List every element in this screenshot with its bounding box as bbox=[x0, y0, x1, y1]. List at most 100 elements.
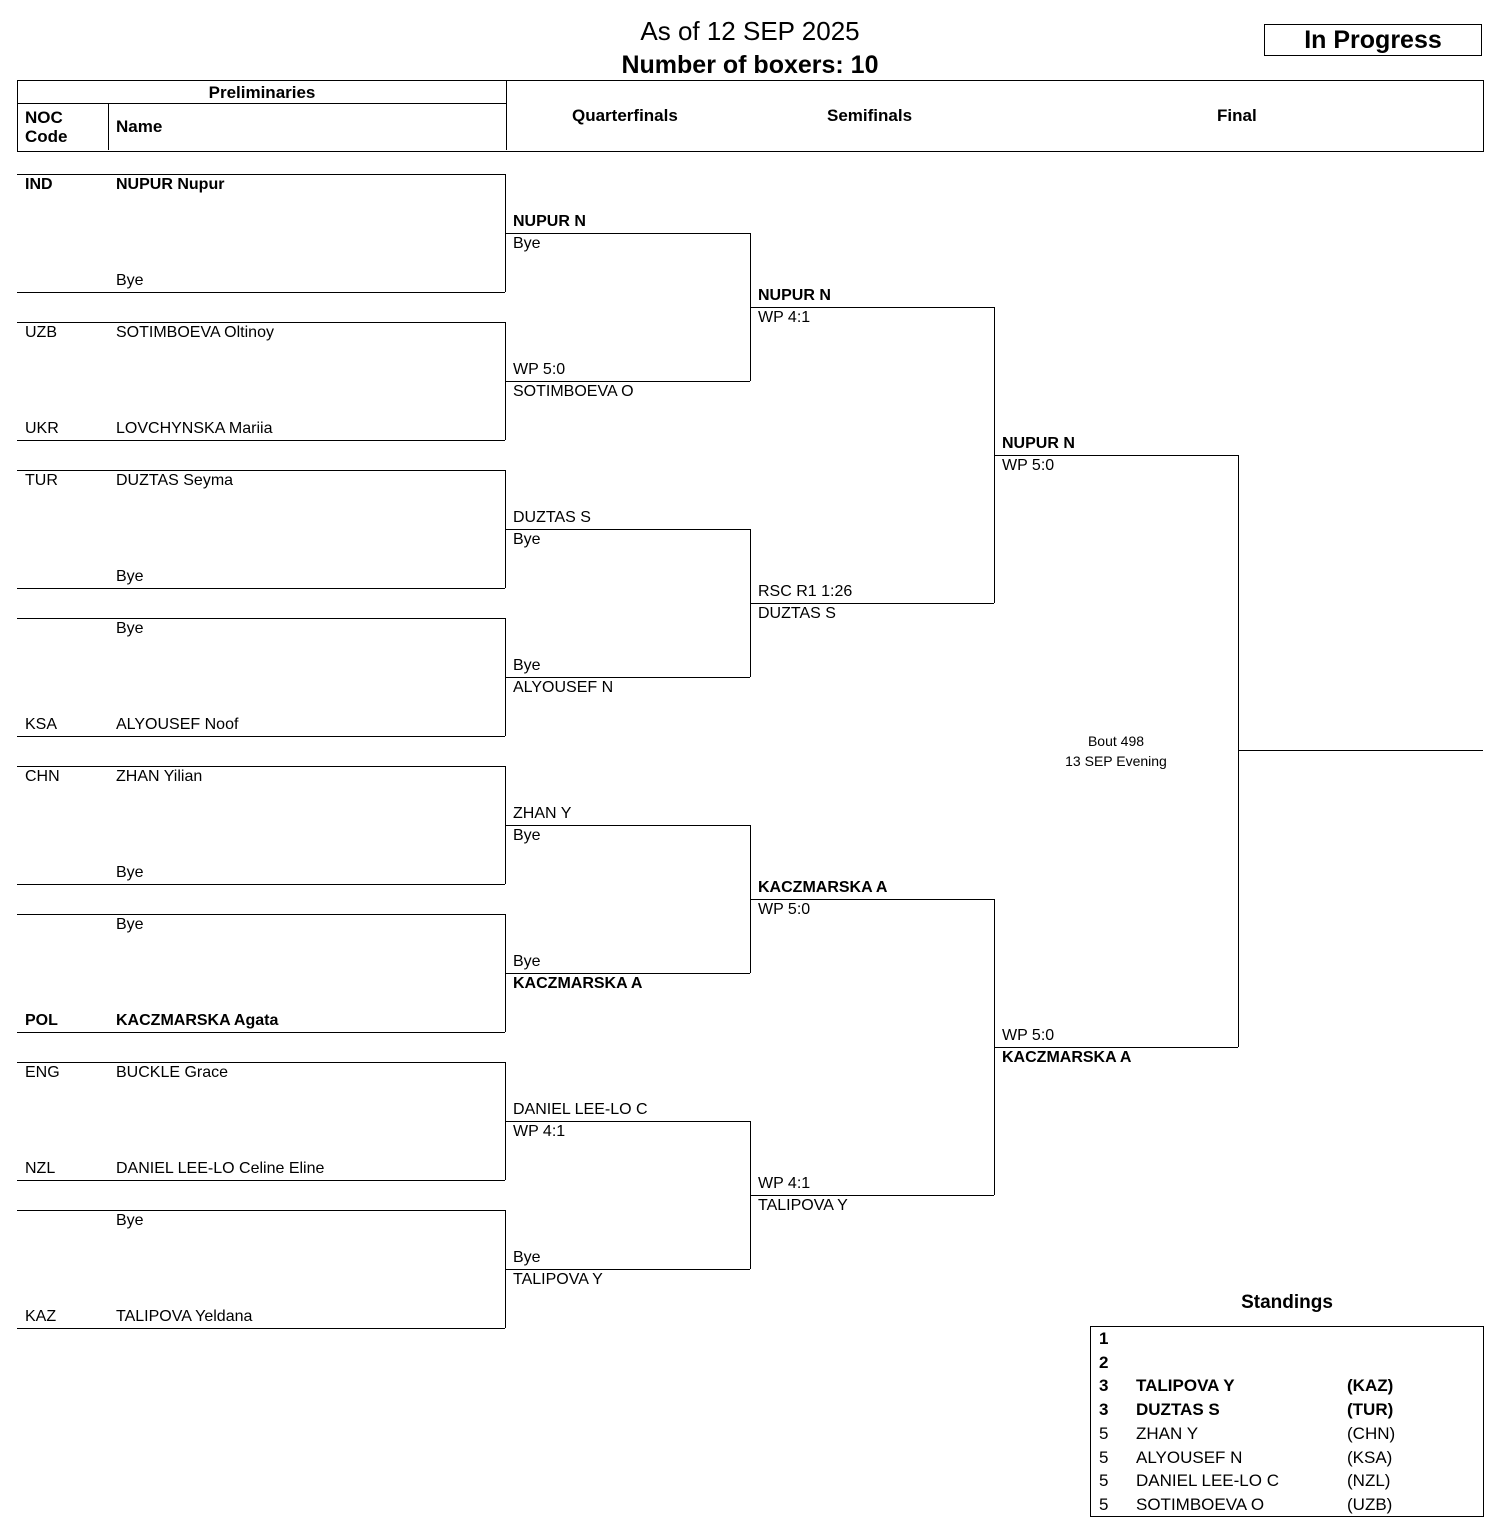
qf-label-below: Bye bbox=[513, 827, 541, 844]
sf-label-below: WP 5:0 bbox=[758, 901, 811, 918]
prelim-line-bottom bbox=[17, 588, 505, 589]
column-noc-line1: NOC bbox=[25, 108, 63, 127]
qf-line bbox=[505, 1269, 750, 1270]
champion-line bbox=[1238, 750, 1483, 751]
column-quarterfinals: Quarterfinals bbox=[572, 106, 678, 125]
final-label-above: WP 5:0 bbox=[1002, 1027, 1055, 1044]
boxer-name: DUZTAS Seyma bbox=[116, 472, 234, 489]
qf-line bbox=[505, 677, 750, 678]
qf-label-above: DANIEL LEE-LO C bbox=[513, 1101, 648, 1118]
prelim-line-top bbox=[17, 322, 505, 323]
final-label-below: WP 5:0 bbox=[1002, 457, 1055, 474]
final-label-above: NUPUR N bbox=[1002, 435, 1075, 452]
boxer-name: LOVCHYNSKA Mariia bbox=[116, 420, 273, 437]
standings-noc: (KSA) bbox=[1347, 1447, 1393, 1467]
standings-title: Standings bbox=[1241, 1292, 1333, 1313]
column-preliminaries: Preliminaries bbox=[208, 83, 316, 102]
column-final: Final bbox=[1217, 106, 1257, 125]
noc-code: KSA bbox=[25, 716, 58, 733]
standings-name: SOTIMBOEVA O bbox=[1136, 1494, 1265, 1514]
prelim-line-top bbox=[17, 766, 505, 767]
status-badge: In Progress bbox=[1264, 24, 1482, 56]
column-name: Name bbox=[116, 117, 163, 136]
prelim-line-bottom bbox=[17, 884, 505, 885]
noc-code: UZB bbox=[25, 324, 57, 341]
qf-label-above: WP 5:0 bbox=[513, 361, 566, 378]
prelim-line-top bbox=[17, 174, 505, 175]
final-connector bbox=[1238, 455, 1239, 1047]
bracket-header: Preliminaries NOC Code Name Quarterfinal… bbox=[17, 80, 1484, 152]
qf-label-above: ZHAN Y bbox=[513, 805, 572, 822]
noc-code: TUR bbox=[25, 472, 58, 489]
header-divider bbox=[506, 81, 507, 150]
boxers-count: Number of boxers: 10 bbox=[621, 51, 879, 79]
standings-noc: (KAZ) bbox=[1347, 1376, 1394, 1396]
standings-noc: (CHN) bbox=[1347, 1423, 1396, 1443]
boxer-name: Bye bbox=[116, 864, 144, 881]
prelim-line-top bbox=[17, 1210, 505, 1211]
boxer-name: TALIPOVA Yeldana bbox=[116, 1308, 253, 1325]
prelim-line-bottom bbox=[17, 1032, 505, 1033]
qf-line bbox=[505, 825, 750, 826]
sf-line bbox=[750, 899, 994, 900]
qf-line bbox=[505, 381, 750, 382]
standings-name: TALIPOVA Y bbox=[1136, 1376, 1235, 1396]
as-of-date: As of 12 SEP 2025 bbox=[640, 16, 860, 46]
final-label-below: KACZMARSKA A bbox=[1002, 1049, 1132, 1066]
standings-rank: 3 bbox=[1099, 1376, 1109, 1396]
qf-label-above: Bye bbox=[513, 1249, 541, 1266]
prelim-line-top bbox=[17, 914, 505, 915]
standings-rank: 5 bbox=[1099, 1423, 1109, 1443]
sf-label-above: NUPUR N bbox=[758, 287, 831, 304]
column-noc-line2: Code bbox=[25, 127, 68, 146]
standings-rank: 5 bbox=[1099, 1494, 1109, 1514]
prelim-line-bottom bbox=[17, 736, 505, 737]
boxer-name: Bye bbox=[116, 272, 144, 289]
qf-label-below: KACZMARSKA A bbox=[513, 975, 643, 992]
noc-code: KAZ bbox=[25, 1308, 57, 1325]
prelim-line-top bbox=[17, 1062, 505, 1063]
standings-noc: (UZB) bbox=[1347, 1494, 1393, 1514]
boxer-name: ALYOUSEF Noof bbox=[116, 716, 239, 733]
noc-code: NZL bbox=[25, 1160, 56, 1177]
qf-label-below: Bye bbox=[513, 235, 541, 252]
sf-line bbox=[750, 603, 994, 604]
prelim-line-bottom bbox=[17, 1328, 505, 1329]
boxer-name: Bye bbox=[116, 620, 144, 637]
noc-code: UKR bbox=[25, 420, 59, 437]
standings-rank: 5 bbox=[1099, 1447, 1109, 1467]
qf-label-below: TALIPOVA Y bbox=[513, 1271, 603, 1288]
boxer-name: SOTIMBOEVA Oltinoy bbox=[116, 324, 274, 341]
standings-name: ZHAN Y bbox=[1136, 1423, 1199, 1443]
standings-rank: 2 bbox=[1099, 1352, 1109, 1372]
bout-info: Bout 498 13 SEP Evening bbox=[1030, 731, 1202, 771]
qf-line bbox=[505, 233, 750, 234]
sf-label-above: RSC R1 1:26 bbox=[758, 583, 853, 600]
prelim-line-bottom bbox=[17, 292, 505, 293]
qf-label-below: WP 4:1 bbox=[513, 1123, 566, 1140]
standings-rank: 3 bbox=[1099, 1400, 1109, 1420]
bout-session: 13 SEP Evening bbox=[1065, 753, 1167, 769]
qf-line bbox=[505, 529, 750, 530]
boxer-name: ZHAN Yilian bbox=[116, 768, 203, 785]
prelim-line-top bbox=[17, 618, 505, 619]
header-divider bbox=[18, 103, 506, 104]
qf-label-above: Bye bbox=[513, 657, 541, 674]
sf-line bbox=[750, 307, 994, 308]
boxer-name: KACZMARSKA Agata bbox=[116, 1012, 279, 1029]
final-line bbox=[994, 455, 1238, 456]
boxer-name: NUPUR Nupur bbox=[116, 176, 225, 193]
qf-label-below: SOTIMBOEVA O bbox=[513, 383, 634, 400]
bout-number: Bout 498 bbox=[1087, 733, 1145, 749]
sf-label-above: KACZMARSKA A bbox=[758, 879, 888, 896]
boxer-name: BUCKLE Grace bbox=[116, 1064, 229, 1081]
sf-label-below: WP 4:1 bbox=[758, 309, 811, 326]
standings-name: DANIEL LEE-LO C bbox=[1136, 1471, 1279, 1491]
qf-label-above: Bye bbox=[513, 953, 541, 970]
standings-rank: 1 bbox=[1099, 1329, 1109, 1348]
standings-rank: 5 bbox=[1099, 1471, 1109, 1491]
boxer-name: Bye bbox=[116, 1212, 144, 1229]
final-line bbox=[994, 1047, 1238, 1048]
qf-label-below: ALYOUSEF N bbox=[513, 679, 614, 696]
